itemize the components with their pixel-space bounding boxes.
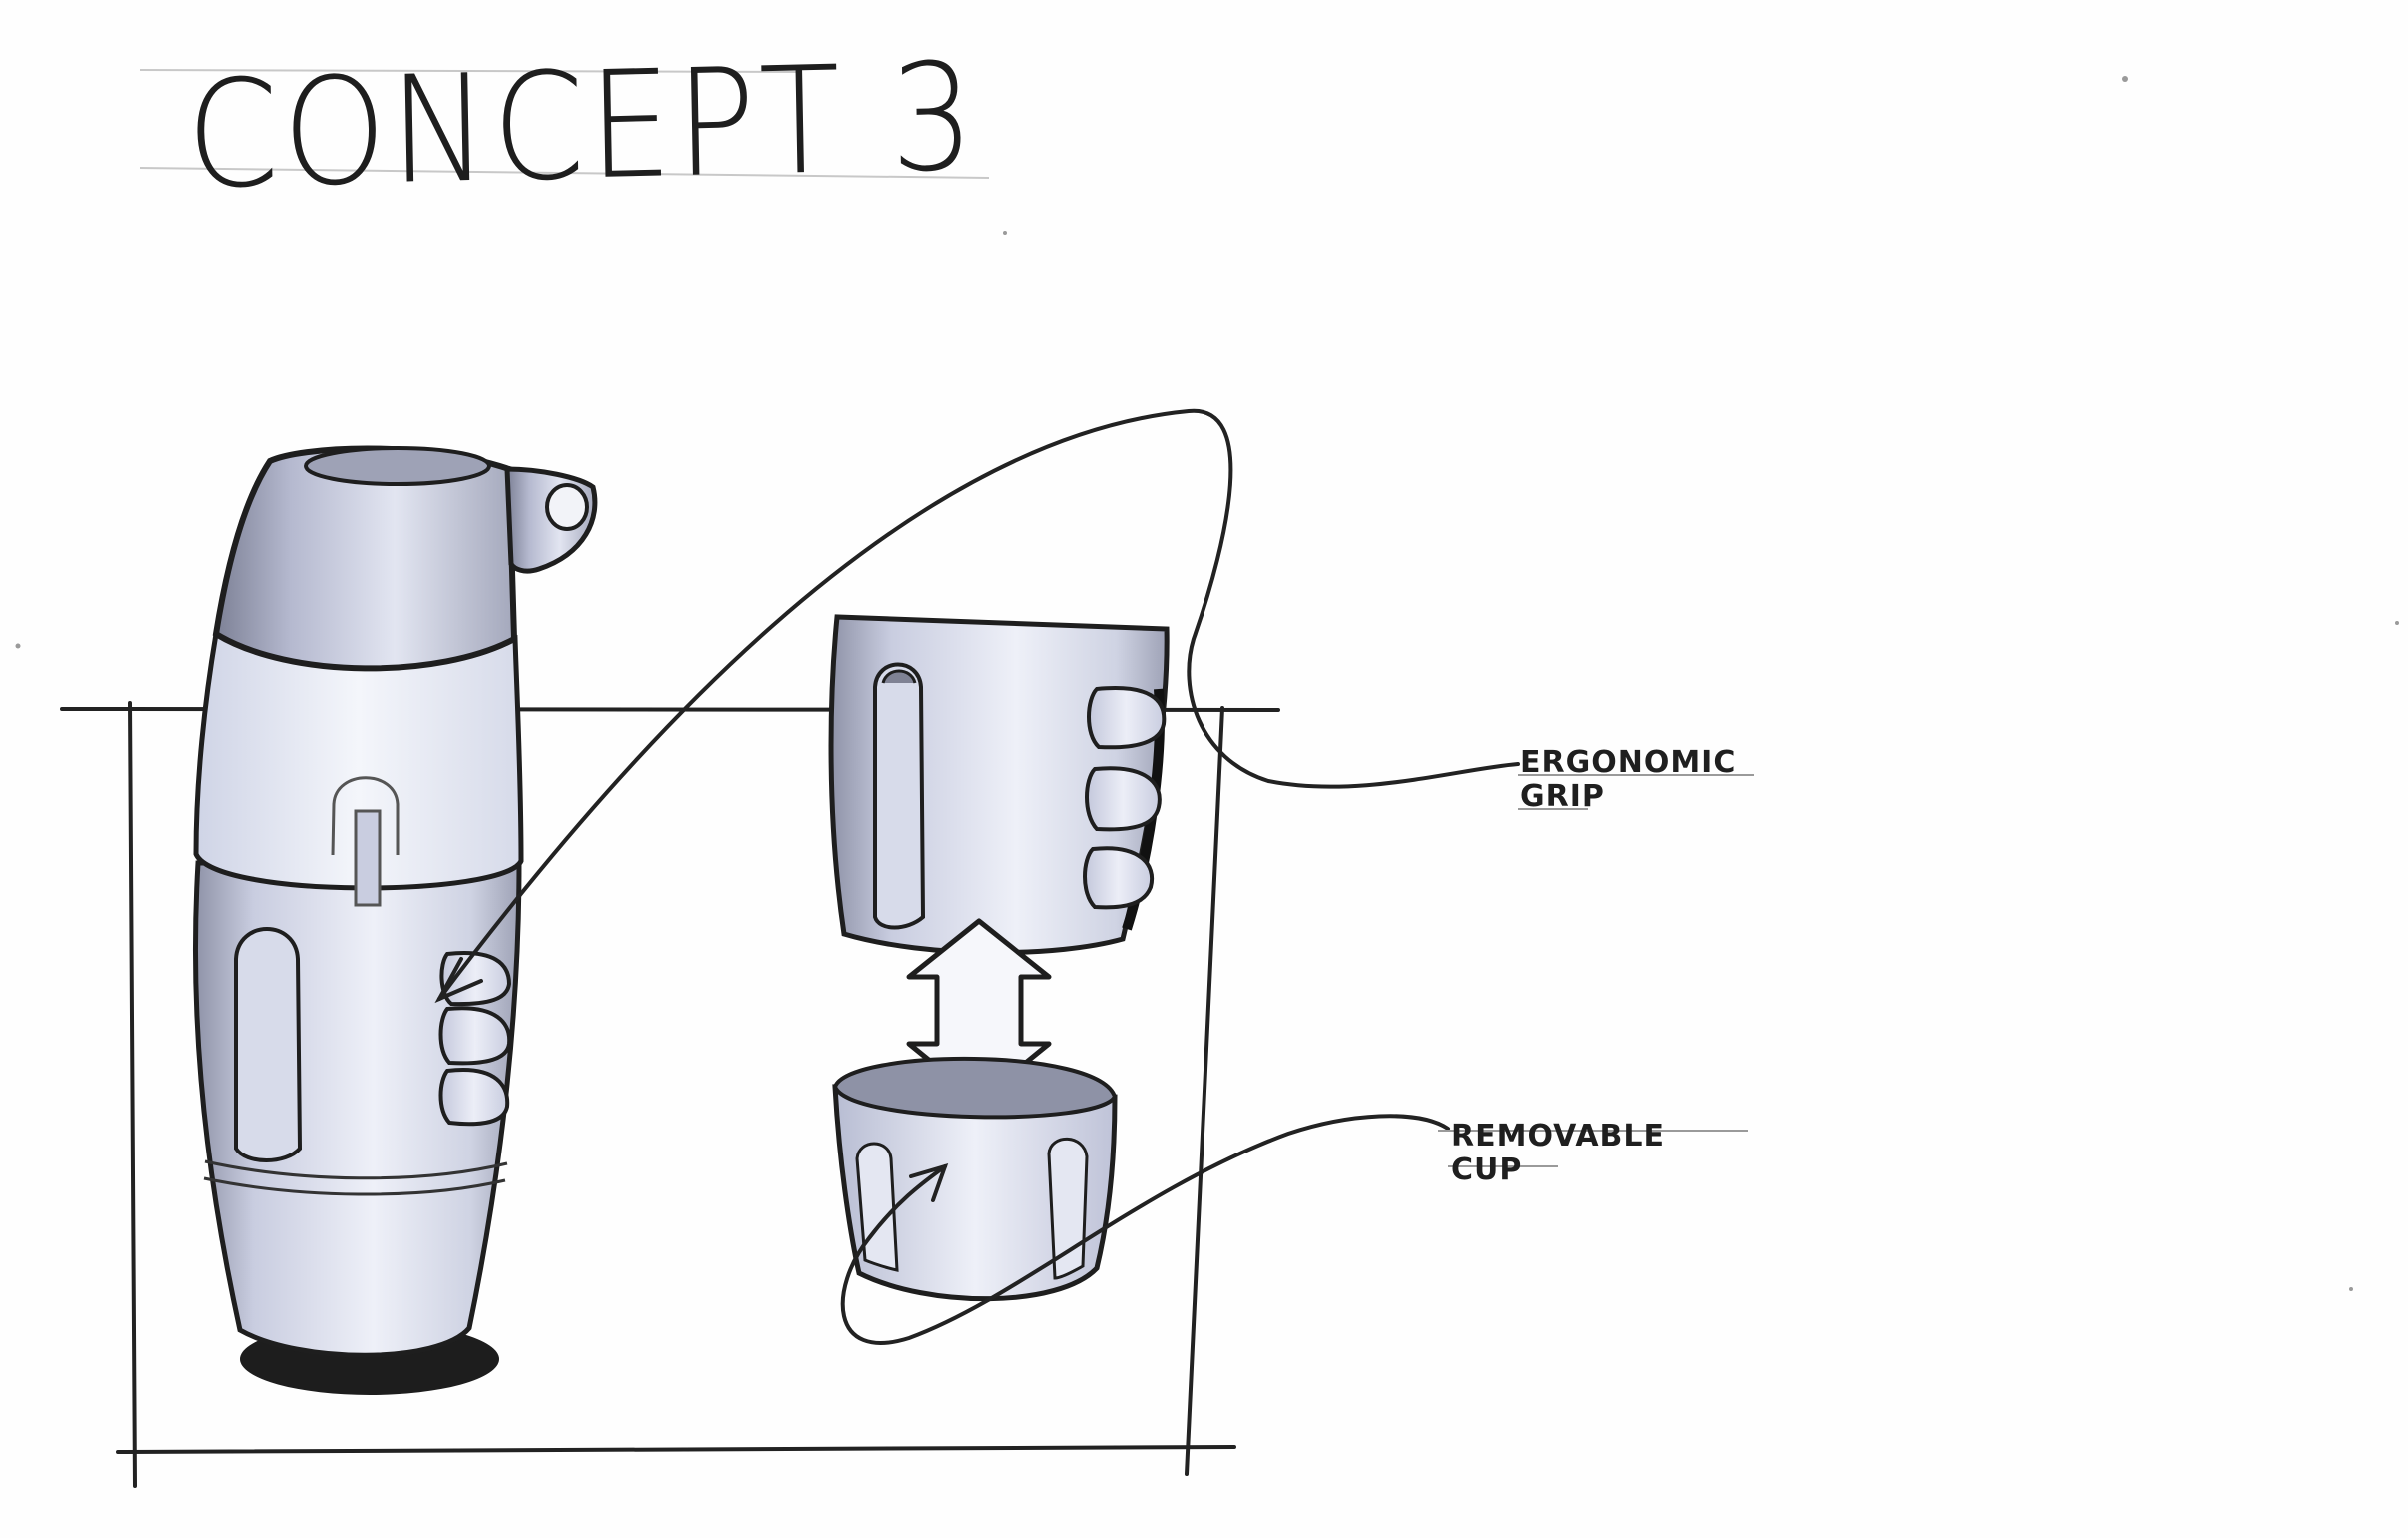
bottle-cap-opening: [306, 448, 489, 484]
exploded-grip-illustration: [831, 617, 1167, 953]
grip-finger-pads: [1085, 688, 1164, 907]
page-title: CONCEPT 3: [185, 31, 980, 222]
label-guide-lines: [1438, 775, 1754, 1166]
callout-ergonomic-grip-line2: GRIP: [1520, 780, 1736, 814]
grip-window: [875, 665, 923, 928]
bottle-spout-hole: [547, 485, 587, 529]
callout-removable-cup-line1: REMOVABLE: [1451, 1120, 1665, 1154]
callout-removable-cup: REMOVABLE CUP: [1451, 1120, 1665, 1187]
callout-ergonomic-grip: ERGONOMIC GRIP: [1520, 746, 1736, 814]
bottle-illustration: [195, 448, 594, 1395]
cup-rim: [835, 1059, 1115, 1117]
callout-ergonomic-grip-line1: ERGONOMIC: [1520, 746, 1736, 780]
callout-removable-cup-line2: CUP: [1451, 1154, 1665, 1187]
removable-cup-illustration: [835, 1059, 1115, 1299]
bottle-side-window: [236, 929, 300, 1160]
